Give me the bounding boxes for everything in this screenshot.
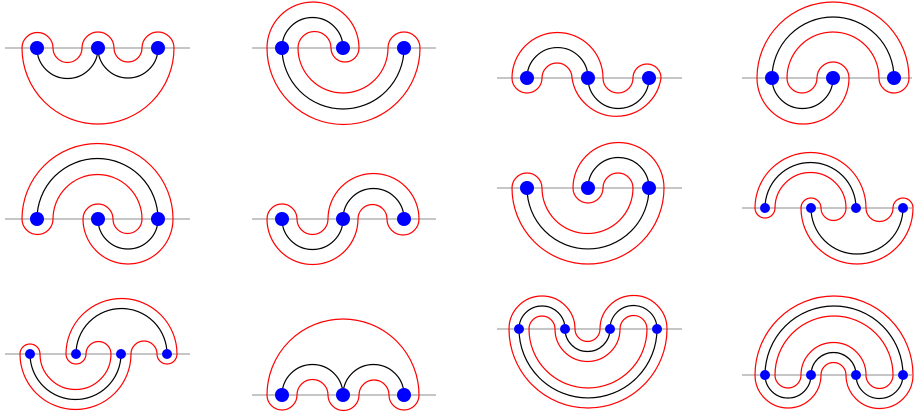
panel-11-outline	[508, 294, 668, 409]
panel-11-arc-1	[518, 328, 658, 399]
panel-7-outline	[511, 141, 665, 265]
panel-1-arc-2	[97, 47, 159, 79]
panel-3-node-3	[642, 71, 656, 85]
panel-8	[742, 151, 914, 265]
panel-6	[252, 172, 436, 266]
panel-12	[742, 295, 914, 410]
panel-11-arc-3	[564, 328, 611, 353]
panel-7-node-3	[642, 181, 656, 195]
panel-9-node-4	[162, 349, 172, 359]
panel-4	[742, 1, 912, 125]
panel-4-arc-2	[771, 77, 834, 110]
panel-1-node-2	[91, 41, 105, 55]
panel-4-node-2	[826, 71, 840, 85]
panel-3-outline	[511, 31, 662, 117]
panel-8-arc-1	[764, 161, 857, 209]
panel-2-arc-1	[281, 16, 344, 49]
panel-11-node-4	[652, 324, 662, 334]
panel-2-node-1	[275, 41, 289, 55]
panel-9-node-3	[116, 349, 126, 359]
panel-7-node-2	[581, 181, 595, 195]
panel-5-arc-1	[36, 157, 159, 220]
panel-11	[497, 294, 682, 409]
panel-6-arc-2	[342, 187, 405, 220]
panel-4-outline	[756, 1, 910, 125]
panel-10-node-2	[336, 388, 350, 402]
panel-1	[5, 31, 190, 125]
panel-3-node-1	[520, 71, 534, 85]
panel-5-node-3	[151, 212, 165, 226]
panel-2-arc-2	[281, 47, 405, 110]
panel-6-node-2	[336, 212, 350, 226]
panel-12-arc-4	[855, 374, 904, 400]
panel-7-arc-2	[587, 156, 650, 189]
panel-12-node-1	[760, 370, 770, 380]
panel-8-arc-2	[810, 207, 904, 255]
panel-11-inner-outline	[528, 314, 648, 389]
panel-10-outline	[266, 318, 420, 412]
panel-10-arc-2	[342, 363, 405, 396]
panel-12-arc-2	[810, 351, 857, 376]
panel-1-arc-1	[36, 47, 99, 80]
panel-9-outline	[19, 297, 178, 411]
panel-12-node-3	[851, 370, 861, 380]
panel-9-node-1	[25, 349, 35, 359]
panel-4-node-3	[887, 71, 901, 85]
panel-8-node-1	[760, 203, 770, 213]
panel-2	[252, 1, 436, 126]
panel-5-node-2	[91, 212, 105, 226]
panel-12-inner-outline	[774, 315, 894, 390]
panel-11-node-2	[560, 324, 570, 334]
panel-6-outline	[266, 172, 420, 266]
panel-5-node-1	[30, 212, 44, 226]
panel-11-node-1	[514, 324, 524, 334]
panel-1-node-1	[30, 41, 44, 55]
panel-8-node-3	[851, 203, 861, 213]
panel-2-node-2	[336, 41, 350, 55]
panel-12-node-4	[898, 370, 908, 380]
panel-3-node-2	[581, 71, 595, 85]
panel-6-node-1	[275, 212, 289, 226]
panel-5-arc-2	[97, 218, 159, 250]
panel-12-arc-3	[764, 374, 812, 399]
panel-10-node-3	[397, 388, 411, 402]
panel-4-arc-1	[771, 16, 895, 79]
panel-12-arc-1	[764, 305, 904, 376]
panel-11-node-3	[605, 324, 615, 334]
panel-4-node-1	[765, 71, 779, 85]
panel-7	[497, 141, 682, 265]
panel-12-node-2	[806, 370, 816, 380]
panel-11-arc-4	[609, 304, 658, 330]
panel-1-outline	[21, 31, 175, 125]
panel-9	[5, 297, 190, 411]
panel-5	[5, 142, 190, 265]
panel-6-arc-1	[281, 218, 344, 251]
panel-3	[497, 31, 682, 117]
panel-6-node-3	[397, 212, 411, 226]
panel-5-outline	[21, 142, 174, 265]
panel-7-node-1	[520, 181, 534, 195]
panel-8-outline	[754, 151, 914, 265]
panel-9-arc-1	[29, 353, 122, 401]
panel-2-node-3	[397, 41, 411, 55]
panel-3-arc-1	[526, 46, 589, 79]
panel-2-outline	[266, 1, 421, 126]
panel-10-arc-1	[281, 363, 344, 396]
panel-1-node-3	[151, 41, 165, 55]
panel-10-node-1	[275, 388, 289, 402]
panel-10	[252, 318, 436, 412]
panel-7-arc-1	[526, 187, 650, 250]
panel-9-arc-2	[75, 307, 168, 355]
panel-12-outline	[754, 295, 914, 410]
panel-9-node-2	[71, 349, 81, 359]
panel-8-node-4	[898, 203, 908, 213]
panel-11-arc-2	[518, 305, 566, 330]
panel-3-arc-2	[587, 77, 650, 110]
panel-8-node-2	[806, 203, 816, 213]
